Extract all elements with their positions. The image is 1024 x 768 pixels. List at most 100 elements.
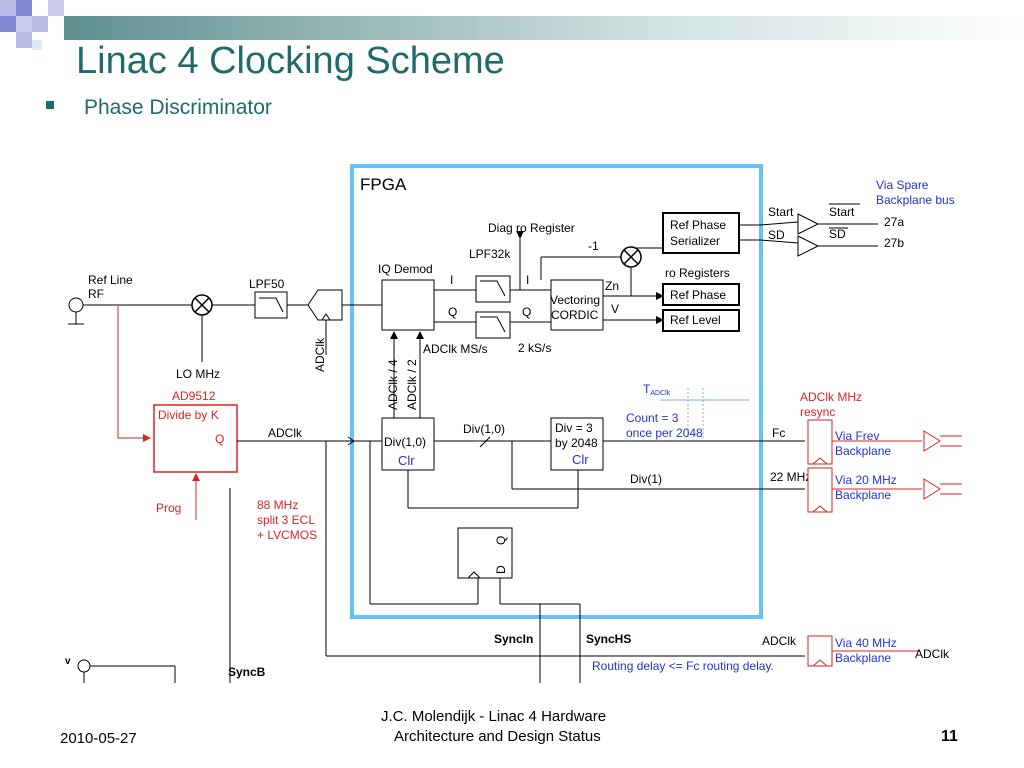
mhz22-label: 22 MHz bbox=[770, 470, 811, 484]
resync-ff-frev bbox=[807, 419, 833, 465]
footer-date: 2010-05-27 bbox=[60, 730, 137, 747]
clr2-label: Clr bbox=[572, 452, 589, 467]
i-label-1: I bbox=[450, 273, 453, 287]
corner-square bbox=[0, 0, 16, 16]
backplane-driver-start bbox=[797, 213, 820, 235]
resync-ff-20mhz bbox=[807, 467, 833, 513]
d-flip-flop bbox=[457, 527, 513, 579]
adclk-vertical-label: ADClk bbox=[313, 337, 327, 372]
adclk-resync-line1: ADClk MHz bbox=[800, 390, 862, 404]
iq-demod-block bbox=[381, 279, 435, 331]
ref-phase-serializer-line1: Ref Phase bbox=[670, 218, 726, 232]
corner-square bbox=[32, 40, 42, 50]
adclk-right-label: ADClk bbox=[915, 647, 950, 661]
corner-square bbox=[16, 16, 32, 32]
adclk4-label: ADClk / 4 bbox=[386, 359, 400, 410]
div10-line-label: Div(1,0) bbox=[463, 422, 505, 436]
ro-registers-label: ro Registers bbox=[665, 266, 730, 280]
backplane-bus-label: Backplane bus bbox=[876, 193, 955, 207]
div10-block bbox=[381, 417, 435, 471]
adclk-resync-line2: resync bbox=[800, 405, 835, 419]
prog-label: Prog bbox=[156, 501, 181, 515]
mixer-rf bbox=[191, 294, 213, 316]
syncin-label: SyncIn bbox=[494, 632, 533, 646]
sd-label: SD bbox=[768, 228, 785, 242]
resync-ff-40mhz bbox=[807, 635, 833, 667]
tadclk-label: TADClk bbox=[643, 382, 671, 397]
ad9512-label: AD9512 bbox=[172, 389, 216, 403]
page-title: Linac 4 Clocking Scheme bbox=[76, 40, 505, 82]
fpga-boundary bbox=[350, 164, 763, 619]
corner-square bbox=[0, 16, 16, 32]
bullet-text: Phase Discriminator bbox=[84, 96, 272, 119]
q-out-label: Q bbox=[215, 432, 224, 446]
mhz88-line3: + LVCMOS bbox=[257, 528, 317, 542]
vectoring-label: Vectoring bbox=[550, 293, 600, 307]
q-label-1: Q bbox=[448, 305, 457, 319]
mhz88-line2: split 3 ECL bbox=[257, 513, 315, 527]
zn-label: Zn bbox=[605, 279, 619, 293]
div3-line1: Div = 3 bbox=[555, 421, 593, 435]
page-number: 11 bbox=[941, 728, 958, 745]
cordic-block bbox=[550, 279, 604, 331]
via-frev-line2: Backplane bbox=[835, 444, 891, 458]
fpga-label: FPGA bbox=[360, 175, 407, 194]
via-frev-line1: Via Frev bbox=[835, 429, 879, 443]
v-label: V bbox=[611, 302, 619, 316]
count-line1: Count = 3 bbox=[626, 411, 679, 425]
adclk-bottom-label: ADClk bbox=[762, 634, 797, 648]
synchs-label: SyncHS bbox=[586, 632, 631, 646]
corner-square bbox=[16, 32, 32, 48]
divide-by-k-label: Divide by K bbox=[158, 408, 219, 422]
ref-level-label: Ref Level bbox=[670, 313, 721, 327]
mhz88-line1: 88 MHz bbox=[257, 498, 298, 512]
adclk-label: ADClk bbox=[268, 426, 303, 440]
lpf32k-q-block bbox=[475, 311, 511, 339]
div1-label: Div(1) bbox=[630, 472, 662, 486]
pin-27b-label: 27b bbox=[884, 236, 904, 250]
via20-line1: Via 20 MHz bbox=[835, 473, 897, 487]
via20-line2: Backplane bbox=[835, 488, 891, 502]
start-label: Start bbox=[768, 205, 794, 219]
corner-square bbox=[16, 0, 32, 16]
ks-label: 2 kS/s bbox=[518, 341, 551, 355]
lo-mhz-label: LO MHz bbox=[176, 367, 220, 381]
ff-d-label: D bbox=[494, 565, 508, 574]
fc-label: Fc bbox=[772, 426, 785, 440]
count-line2: once per 2048 bbox=[626, 426, 703, 440]
ad9512-block bbox=[153, 404, 238, 473]
adclk2-label: ADClk / 2 bbox=[405, 359, 419, 410]
lpf32k-i-block bbox=[475, 275, 511, 303]
pin-27a-label: 27a bbox=[884, 215, 904, 229]
mixer-serializer bbox=[620, 246, 642, 268]
ff-q-label: Q bbox=[494, 536, 508, 545]
header-bar bbox=[64, 16, 1024, 40]
frev-driver bbox=[923, 430, 941, 452]
v-small-label: v bbox=[65, 656, 71, 667]
lpf32k-label: LPF32k bbox=[469, 247, 511, 261]
mhz20-driver bbox=[923, 478, 941, 500]
routing-delay-note: Routing delay <= Fc routing delay. bbox=[592, 659, 774, 673]
rf-label: RF bbox=[88, 287, 104, 301]
div3-line2: by 2048 bbox=[555, 436, 598, 450]
ref-level-register bbox=[662, 309, 740, 332]
ref-line-label: Ref Line bbox=[88, 273, 133, 287]
div3-block bbox=[550, 417, 604, 471]
ref-phase-serializer-line2: Serializer bbox=[670, 234, 720, 248]
syncb-connector bbox=[77, 659, 91, 673]
ref-line-connector bbox=[68, 297, 84, 313]
via40-line1: Via 40 MHz bbox=[835, 636, 897, 650]
adclk-ms-label: ADClk MS/s bbox=[423, 342, 488, 356]
via40-line2: Backplane bbox=[835, 651, 891, 665]
lpf50-block bbox=[254, 291, 288, 319]
sd-bar-label: SD bbox=[829, 227, 846, 241]
corner-square bbox=[32, 16, 48, 32]
backplane-driver-sd bbox=[797, 235, 820, 257]
bullet-marker bbox=[46, 101, 54, 109]
ref-phase-serializer-block bbox=[662, 212, 740, 254]
minus-one-label: -1 bbox=[588, 239, 599, 253]
ref-phase-label: Ref Phase bbox=[670, 288, 726, 302]
syncb-label: SyncB bbox=[228, 665, 266, 679]
